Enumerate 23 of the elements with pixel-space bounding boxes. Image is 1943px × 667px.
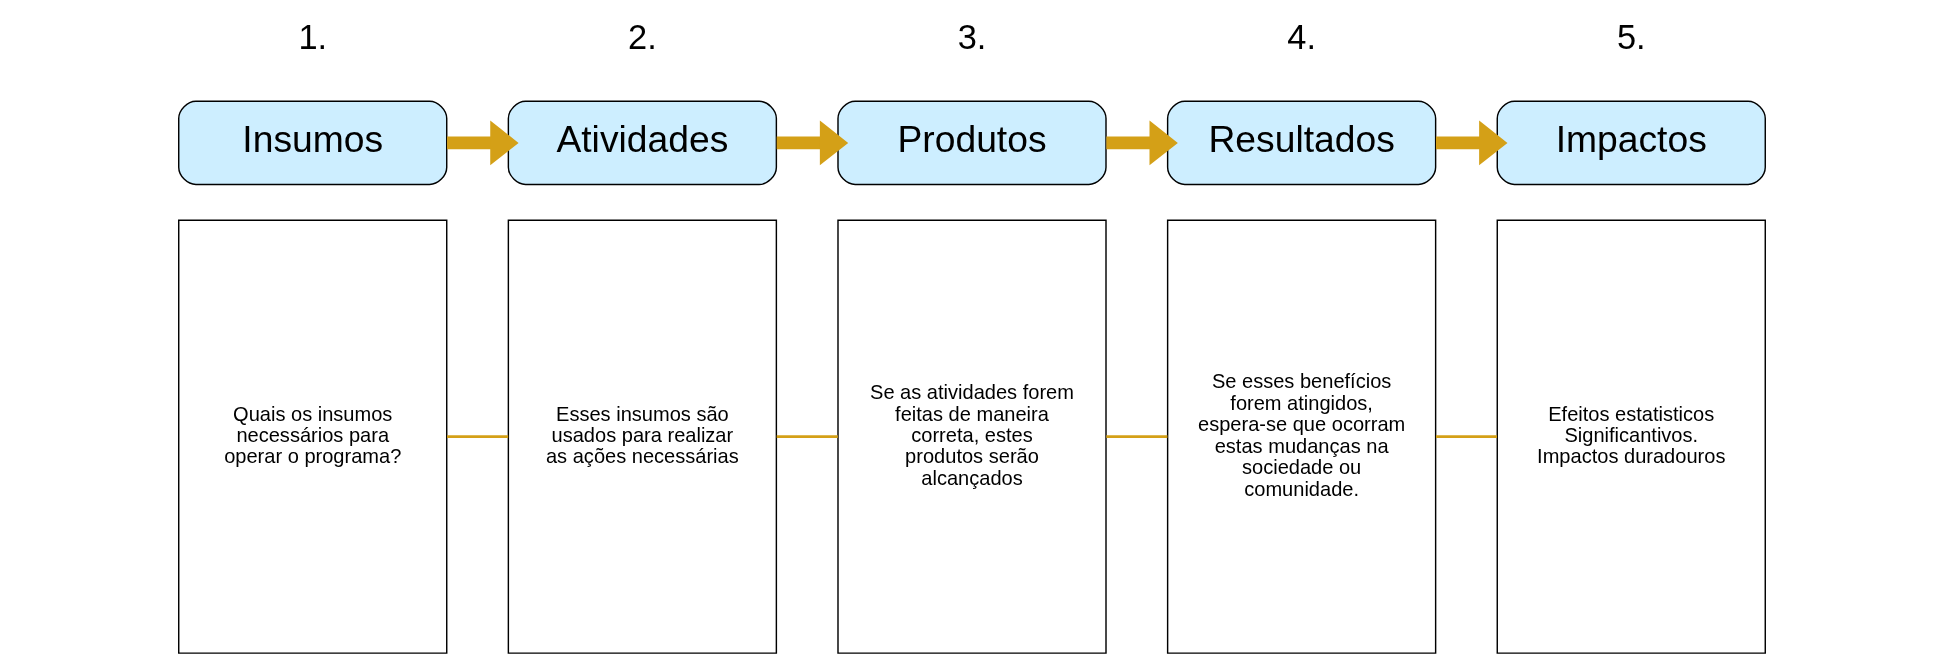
arrow [776,120,848,166]
label: 2. [627,17,657,56]
connector [1435,435,1497,439]
node-box: Efeitos estatisticos Significantivos. Impactos duradouros [1496,219,1766,654]
connector [776,435,838,439]
arrow [446,120,519,166]
node-box: Resultados [1166,100,1436,186]
node-box: Esses insumos são usados para realizar as ações necessárias [507,219,777,654]
connector [1105,435,1167,439]
node-box: Se as atividades forem feitas de maneira correta, estes produtos serão alcançados [836,219,1107,654]
label: 1. [297,17,327,56]
label: 4. [1286,17,1316,56]
node-box: Insumos [177,100,447,186]
label: 5. [1616,17,1646,56]
node-box: Se esses benefícios forem atingidos, espera-se que ocorram estas mudanças na sociedade ou comunidade. [1166,219,1436,654]
node-box: Atividades [507,100,777,186]
arrow [1105,120,1178,166]
arrow [1435,120,1507,166]
label: 3. [957,17,986,56]
node-box: Quais os insumos necessários para operar o programa? [177,219,447,654]
node-box: Produtos [836,100,1107,186]
connector [446,435,508,439]
node-box: Impactos [1496,100,1766,186]
